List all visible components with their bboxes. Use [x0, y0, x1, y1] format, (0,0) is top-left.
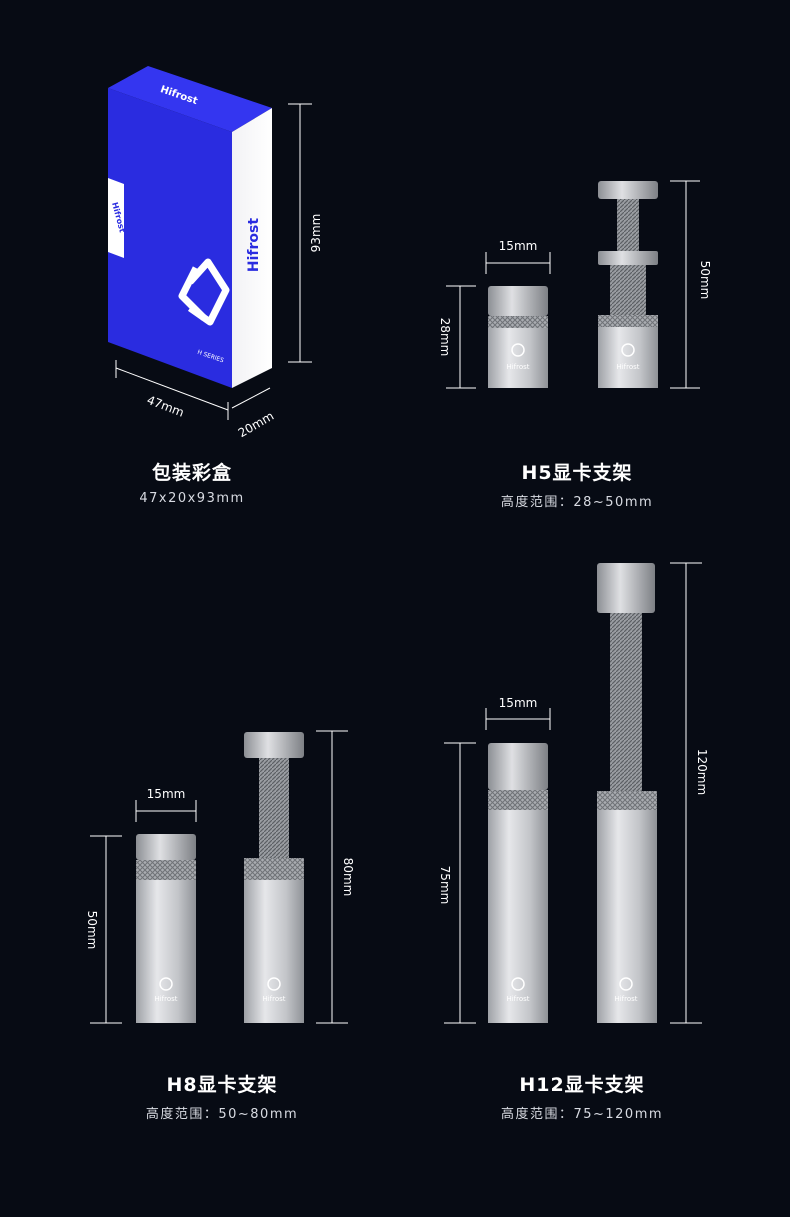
h8-diameter-label: 15mm: [147, 787, 186, 801]
h12-extended-logo-text: Hifrost: [614, 995, 637, 1003]
h5-title: H5显卡支架: [521, 462, 633, 484]
box-side-brand: Hifrost: [246, 218, 262, 272]
h8-short-stand: [136, 834, 196, 1023]
h5-diameter-label: 15mm: [499, 239, 538, 253]
h8-min-label: 50mm: [85, 911, 99, 950]
h8-extended-logo-text: Hifrost: [262, 995, 285, 1003]
h12-diameter-label: 15mm: [499, 696, 538, 710]
h5-max-label: 50mm: [698, 261, 712, 300]
h12-max-label: 120mm: [695, 749, 709, 795]
h8-dimension-lines: [90, 730, 348, 1024]
h12-extended-stand: [597, 563, 657, 1023]
h12-short-stand: [488, 743, 548, 1023]
h8-title: H8显卡支架: [166, 1074, 278, 1096]
h12-caption: H12显卡支架 高度范围：75~120mm: [432, 1070, 732, 1122]
h5-short-logo-icon: [511, 343, 525, 357]
h12-dimension-lines: [444, 562, 702, 1024]
h8-subtitle: 高度范围：50~80mm: [145, 1107, 299, 1122]
packaging-title: 包装彩盒: [151, 462, 232, 484]
box-height-label: 93mm: [309, 214, 323, 253]
box-width-label: 47mm: [145, 393, 186, 420]
h5-extended-logo-text: Hifrost: [616, 363, 639, 371]
h5-short-logo-text: Hifrost: [506, 363, 529, 371]
h5-dimension-lines: [446, 180, 700, 389]
h12-min-label: 75mm: [438, 866, 452, 905]
h5-short-stand: [488, 286, 548, 388]
h12-subtitle: 高度范围：75~120mm: [500, 1107, 664, 1122]
h8-short-logo-icon: [159, 977, 173, 991]
box-depth-label: 20mm: [236, 409, 276, 440]
packaging-box: Hifrost Hifrost Hifrost H SERIES: [108, 66, 272, 388]
stand-logos: Hifrost Hifrost Hifrost Hifrost Hifrost …: [154, 343, 640, 1003]
packaging-caption: 包装彩盒 47x20x93mm: [42, 458, 342, 506]
h8-short-logo-text: Hifrost: [154, 995, 177, 1003]
h8-extended-stand: [244, 732, 304, 1023]
box-dimension-lines: [115, 103, 312, 420]
h12-short-logo-text: Hifrost: [506, 995, 529, 1003]
h5-extended-stand: [598, 181, 658, 388]
h8-extended-logo-icon: [267, 977, 281, 991]
h5-caption: H5显卡支架 高度范围：28~50mm: [427, 458, 727, 510]
h5-min-label: 28mm: [438, 318, 452, 357]
h8-caption: H8显卡支架 高度范围：50~80mm: [72, 1070, 372, 1122]
h5-subtitle: 高度范围：28~50mm: [500, 495, 654, 510]
h8-max-label: 80mm: [341, 858, 355, 897]
h5-extended-logo-icon: [621, 343, 635, 357]
h12-title: H12显卡支架: [519, 1074, 645, 1096]
h12-extended-logo-icon: [619, 977, 633, 991]
h12-short-logo-icon: [511, 977, 525, 991]
packaging-subtitle: 47x20x93mm: [139, 491, 245, 506]
